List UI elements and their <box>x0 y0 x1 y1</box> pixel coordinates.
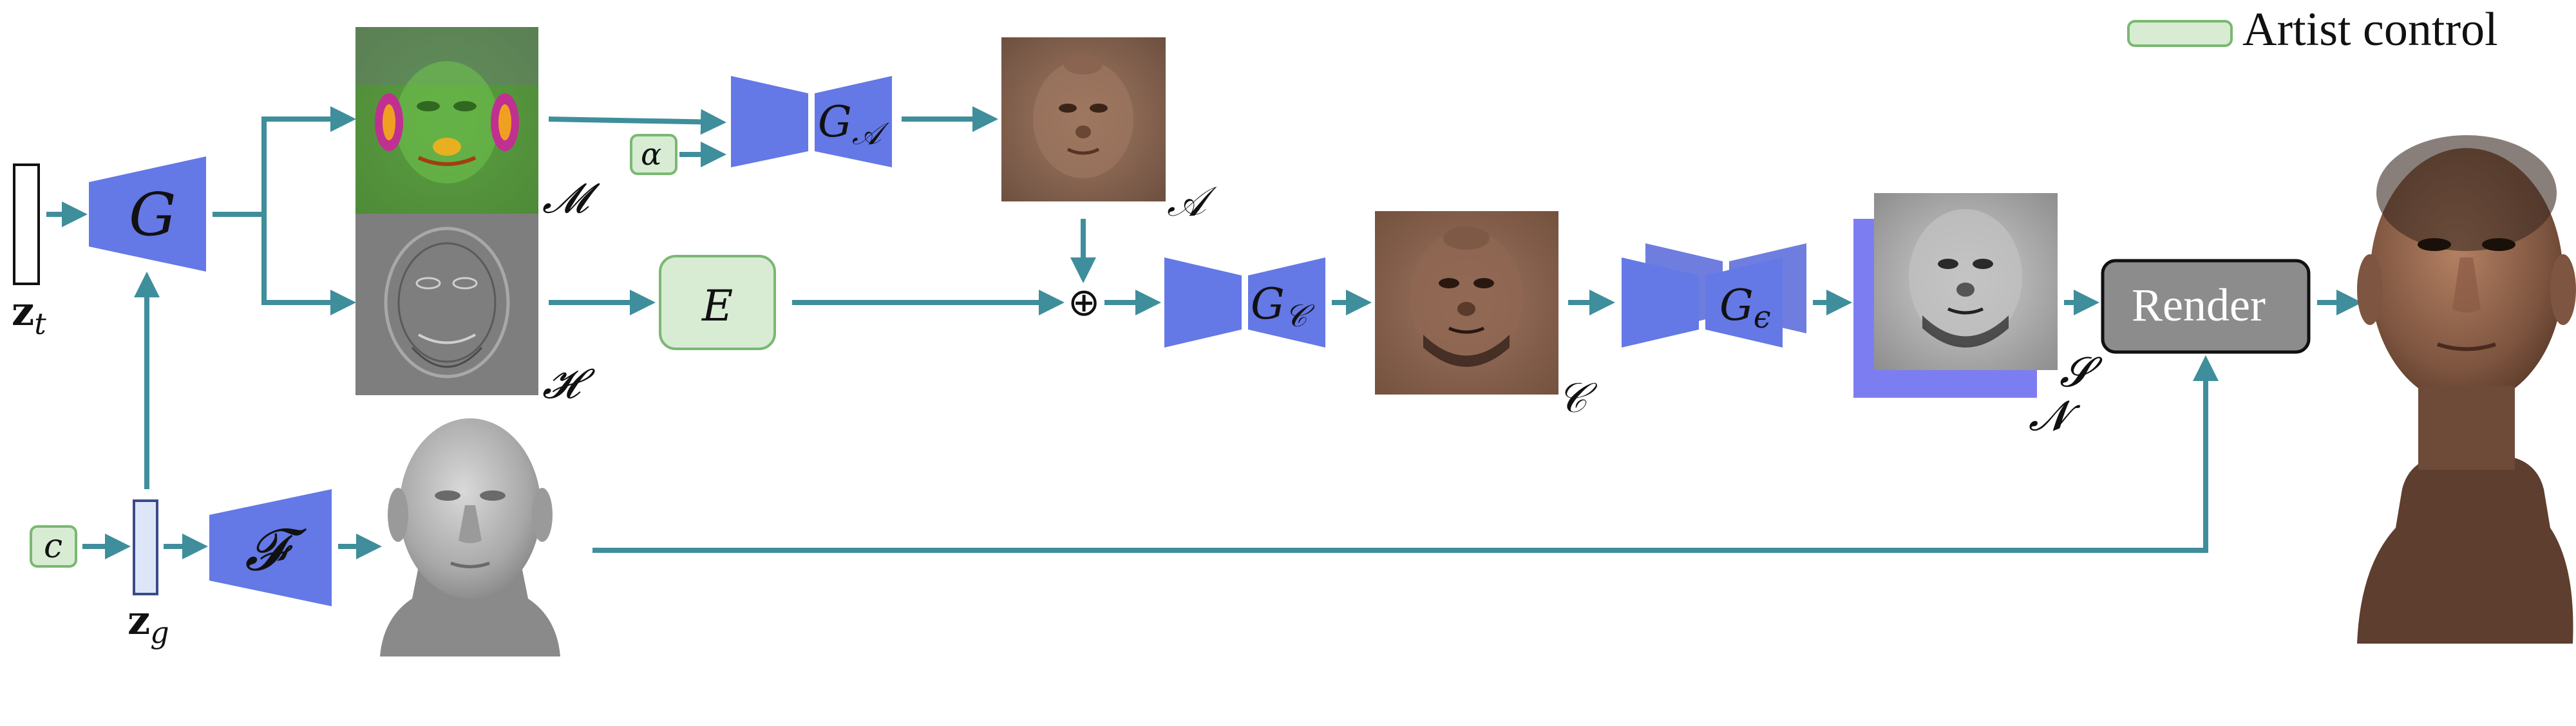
control-c-label: c <box>44 527 62 566</box>
control-alpha-label: α <box>641 136 661 172</box>
arrow-to-H <box>261 214 356 315</box>
legend-swatch <box>2127 20 2233 47</box>
network-GA-right <box>815 76 892 167</box>
arrow-M-to-GA <box>548 109 726 135</box>
arrow-geometry-to-Render <box>592 355 2219 553</box>
network-GC-right <box>1248 257 1325 348</box>
map-A-label: 𝒜 <box>1167 178 1217 226</box>
network-F <box>209 489 332 606</box>
network-Ge-left <box>1622 257 1699 348</box>
map-S-image <box>1874 193 2058 370</box>
network-GA-left <box>731 76 808 167</box>
latent-zt <box>13 163 40 285</box>
map-H-label: 𝓗 <box>542 360 595 408</box>
map-M-label: 𝓜 <box>542 175 600 223</box>
render-block <box>2101 259 2311 354</box>
map-S-label: 𝓢 <box>2060 349 2103 396</box>
control-alpha[interactable] <box>630 134 677 175</box>
network-Ge-label: Gϵ <box>1719 281 1771 335</box>
output-head-image <box>2357 135 2576 644</box>
latent-zt-label: zt <box>12 288 46 341</box>
network-Ge-right <box>1705 257 1783 348</box>
network-GC-left <box>1164 257 1242 348</box>
geometry-head-image <box>380 418 560 656</box>
map-C-label: 𝒞 <box>1557 375 1598 422</box>
map-H-image <box>355 214 538 395</box>
latent-zg <box>133 499 158 595</box>
network-E <box>659 255 776 350</box>
control-c[interactable] <box>30 525 77 568</box>
network-G-label: G <box>129 180 176 249</box>
network-E-label: E <box>701 281 733 331</box>
network-G <box>89 156 206 272</box>
map-M-image <box>355 27 538 214</box>
plus-operator: ⊕ <box>1068 280 1100 325</box>
legend-label: Artist control <box>2242 3 2498 56</box>
render-label: Render <box>2132 279 2266 331</box>
map-C-image <box>1375 211 1558 395</box>
map-N-label: 𝓝 <box>2029 393 2081 440</box>
map-A-image <box>1001 37 1166 201</box>
arrow-to-M <box>261 106 356 214</box>
latent-zg-label: zg <box>128 597 169 650</box>
